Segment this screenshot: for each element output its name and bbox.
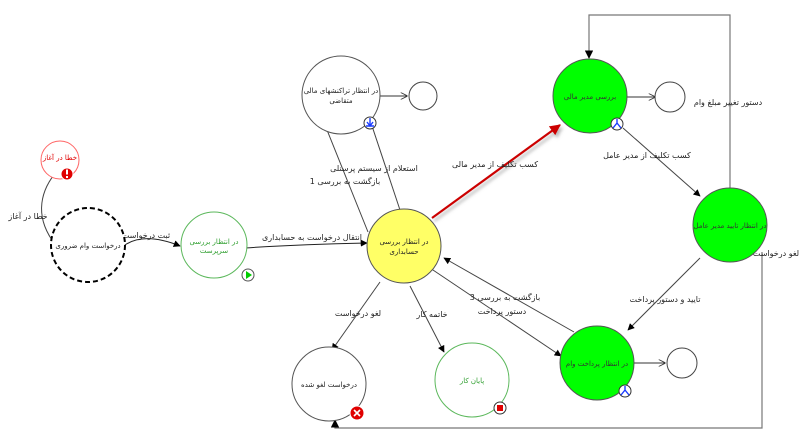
label-accounting-end: خاتمه کار [415, 310, 447, 319]
label-accounting-cancel: لغو درخواست [335, 309, 381, 318]
node-finance-manager-label: بررسی مدیر مالی [564, 93, 616, 101]
label-accounting-finance: کسب تکلیف از مدیر مالی [452, 160, 538, 169]
node-end[interactable]: پایان کار [434, 342, 510, 418]
node-specialist-label-1: در انتظار تراکنشهای مالی [304, 87, 379, 95]
node-supervisor-label-2: سرپرست [200, 247, 228, 255]
label-specialist-accounting: بازگشت به بررسی 1 [310, 176, 380, 186]
edges [41, 14, 763, 429]
node-specialist[interactable]: در انتظار تراکنشهای مالی متقاضی [301, 55, 381, 135]
edge-supervisor-accounting[interactable] [244, 239, 368, 249]
node-specialist-label-2: متقاضی [329, 97, 353, 105]
error-icon [60, 167, 74, 181]
node-supervisor-label-1: در انتظار بررسی [189, 238, 238, 246]
label-start-supervisor: ثبت درخواست [122, 231, 170, 240]
edge-ceo-cancel[interactable] [330, 252, 763, 429]
node-end-label: پایان کار [459, 377, 484, 385]
node-payment-side[interactable] [666, 347, 698, 379]
edge-specialist-accounting[interactable] [324, 124, 369, 233]
edge-accounting-cancel[interactable] [331, 281, 381, 351]
edge-accounting-payment[interactable] [429, 267, 562, 357]
node-accounting-label-1: در انتظار بررسی [379, 238, 428, 246]
play-icon [241, 268, 255, 282]
label-payment-accounting: بازگشت به بررسی 3 [470, 292, 540, 302]
node-finance-side[interactable] [654, 81, 686, 113]
label-start-error: خطا در آغاز [7, 211, 47, 221]
node-payment[interactable]: در انتظار پرداخت وام [559, 325, 635, 401]
node-ceo[interactable]: در انتظار تایید مدیر عامل [692, 187, 768, 263]
label-accounting-payment: دستور پرداخت [478, 307, 527, 316]
split-icon [610, 117, 624, 131]
label-finance-side: دستور تغییر مبلغ وام [694, 98, 763, 107]
edge-accounting-specialist[interactable] [369, 119, 401, 211]
cancel-icon [349, 405, 365, 421]
stop-icon [493, 401, 507, 415]
label-finance-ceo: کسب تکلیف از مدیر عامل [603, 151, 691, 160]
edge-ceo-payment[interactable] [627, 257, 701, 331]
label-supervisor-accounting: انتقال درخواست به حسابداری [262, 233, 362, 242]
node-start-label: درخواست وام ضروری [55, 242, 120, 250]
label-ceo-cancel: لغو درخواست [753, 249, 799, 258]
edge-accounting-finance[interactable] [431, 124, 561, 219]
node-cancelled-label: درخواست لغو شده [301, 381, 357, 389]
edge-payment-accounting[interactable] [443, 257, 575, 333]
node-payment-label: در انتظار پرداخت وام [566, 360, 628, 368]
node-accounting-label-2: حسابداری [389, 248, 418, 256]
split-icon [618, 384, 632, 398]
node-accounting[interactable]: در انتظار بررسی حسابداری [366, 208, 442, 284]
node-error-label: خطا در آغاز [42, 153, 77, 162]
edge-labels: خطا در آغاز ثبت درخواست انتقال درخواست ب… [7, 98, 799, 319]
node-finance-manager[interactable]: بررسی مدیر مالی [552, 58, 628, 134]
edge-finance-ceo[interactable] [622, 127, 701, 197]
node-supervisor[interactable]: در انتظار بررسی سرپرست [180, 211, 255, 282]
node-ceo-label: در انتظار تایید مدیر عامل [693, 222, 766, 230]
label-ceo-payment: تایید و دستور پرداخت [630, 295, 701, 304]
label-accounting-specialist: استعلام از سیستم پرسنلی [330, 164, 418, 173]
node-specialist-side[interactable] [408, 81, 438, 111]
edge-accounting-end[interactable] [409, 285, 445, 353]
node-error[interactable]: خطا در آغاز [40, 140, 80, 181]
edge-start-supervisor[interactable] [124, 238, 181, 247]
node-start[interactable]: درخواست وام ضروری [50, 207, 126, 283]
node-cancelled[interactable]: درخواست لغو شده [291, 346, 367, 422]
edge-ceo-finance-loop[interactable] [584, 14, 731, 188]
merge-icon [363, 116, 377, 130]
